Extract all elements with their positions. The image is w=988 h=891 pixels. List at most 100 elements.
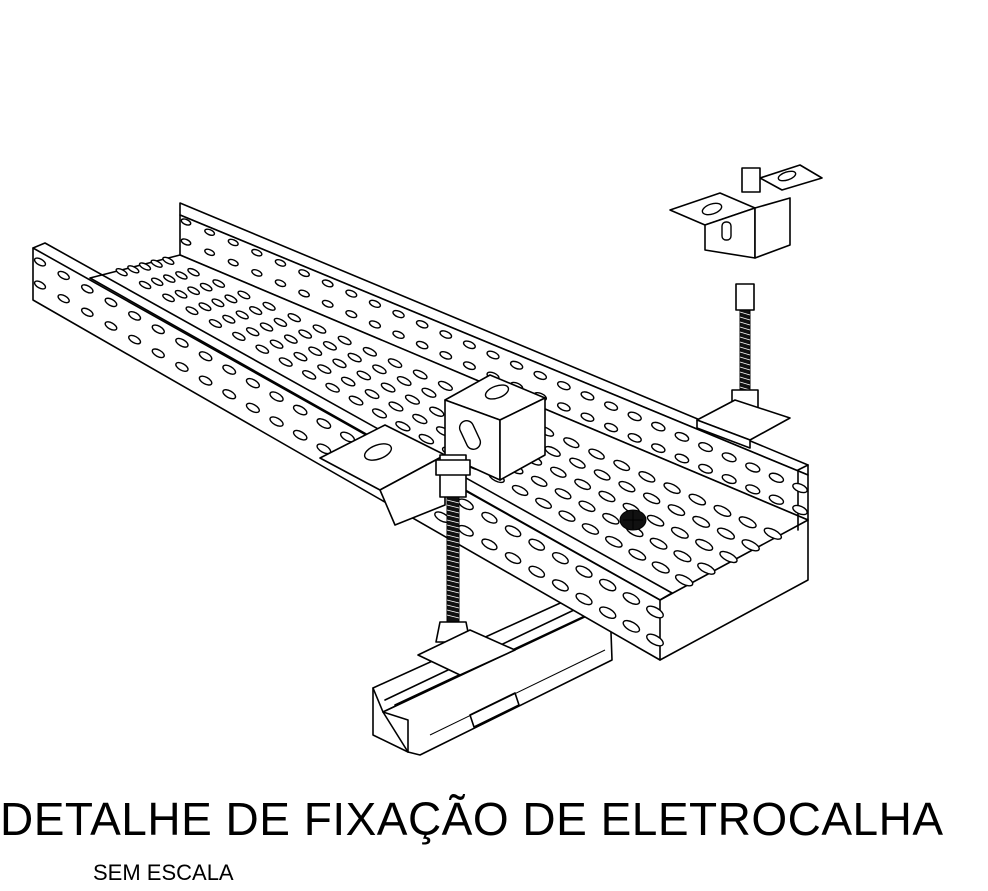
tray-perforation [269, 391, 284, 402]
tray-perforation [222, 314, 236, 324]
tray-perforation [415, 319, 429, 329]
tray-perforation [245, 327, 260, 337]
tray-perforation [340, 376, 356, 387]
tray-perforation [697, 562, 716, 575]
tray-perforation [673, 550, 692, 563]
tray-perforation [549, 466, 567, 478]
tray-perforation [627, 411, 642, 422]
tray-perforation [688, 493, 707, 506]
tray-perforation [298, 269, 310, 278]
tray-perforation [212, 279, 226, 288]
tray-perforation [603, 422, 619, 433]
tray-perforation [412, 369, 428, 380]
tray-perforation [421, 387, 437, 398]
tray-perforation [649, 537, 668, 550]
tray-perforation [224, 294, 238, 304]
tray-perforation [745, 484, 761, 495]
tray-perforation [227, 238, 239, 247]
tray-perforation [535, 497, 553, 510]
tray-perforation [251, 248, 263, 257]
tray-perforation [278, 357, 293, 367]
tray-perforation [528, 565, 546, 578]
tray-perforation [325, 382, 340, 393]
tray-perforation [251, 269, 263, 277]
tray-perforation [345, 310, 358, 319]
tray-perforation [792, 504, 808, 516]
tray-perforation [511, 484, 529, 497]
tray-perforation [698, 463, 714, 474]
tray-perforation [368, 299, 382, 309]
tray-perforation [719, 550, 738, 564]
tray-perforation [235, 310, 249, 320]
tray-perforation [651, 561, 670, 574]
tray-perforation [692, 515, 711, 528]
tray-perforation [198, 351, 213, 362]
tray-perforation [198, 302, 212, 312]
tray-perforation [533, 370, 548, 381]
tray-perforation [651, 421, 666, 432]
far-threaded-rod [696, 283, 791, 449]
tray-perforation [486, 350, 500, 360]
tray-perforation [356, 370, 372, 381]
tray-perforation [481, 538, 498, 551]
tray-perforation [163, 274, 176, 283]
tray-perforation [104, 321, 118, 331]
tray-perforation [738, 516, 757, 529]
tray-perforation [509, 360, 524, 370]
tray-perforation [462, 361, 476, 371]
tray-perforation [530, 475, 548, 487]
tray-perforation [618, 480, 636, 493]
tray-perforation [337, 335, 352, 346]
tray-perforation [603, 401, 619, 411]
tray-perforation [33, 257, 47, 267]
tray-perforation [316, 418, 332, 430]
tray-perforation [292, 429, 308, 441]
tray-perforation [222, 389, 237, 400]
tray-perforation [528, 538, 546, 551]
tray-perforation [345, 289, 358, 298]
tray-perforation [211, 298, 225, 308]
tray-perforation [245, 377, 260, 389]
tray-perforation [227, 258, 239, 267]
tray-perforation [298, 329, 313, 339]
tray-perforation [283, 334, 298, 344]
tray-perforation [646, 514, 665, 527]
tray-perforation [232, 331, 246, 342]
tray-perforation [575, 592, 593, 606]
tray-perforation [462, 340, 476, 350]
tray-perforation [332, 358, 347, 369]
tray-perforation [721, 452, 737, 463]
tray-perforation [721, 473, 737, 485]
tray-perforation [388, 401, 404, 412]
tray-perforation [150, 277, 164, 287]
tray-perforation [180, 218, 192, 226]
tray-perforation [642, 492, 661, 505]
tray-perforation [392, 330, 405, 340]
tray-perforation [208, 318, 223, 329]
drawing-scale-note: SEM ESCALA [93, 860, 234, 885]
tray-perforation [646, 633, 664, 647]
tray-perforation [415, 340, 429, 350]
drawing-title: DETALHE DE FIXAÇÃO DE ELETROCALHA [0, 793, 944, 845]
tray-perforation [348, 395, 364, 406]
tray-perforation [392, 309, 405, 319]
tray-perforation [569, 457, 586, 469]
tray-perforation [563, 437, 580, 449]
tray-perforation [646, 605, 664, 619]
tray-perforation [128, 334, 142, 345]
tray-perforation [308, 346, 323, 357]
tray-perforation [792, 482, 808, 494]
tray-perforation [395, 421, 411, 432]
tray-perforation [667, 504, 686, 517]
tray-perforation [33, 280, 47, 290]
tray-perforation [605, 535, 623, 548]
tray-perforation [598, 578, 617, 592]
tray-perforation [321, 279, 334, 288]
tray-perforation [115, 267, 128, 277]
tray-perforation [321, 299, 334, 308]
tray-perforation [57, 293, 70, 304]
tray-perforation [437, 380, 453, 392]
tray-perforation [128, 310, 142, 321]
tray-perforation [287, 313, 302, 323]
tray-perforation [578, 500, 596, 513]
